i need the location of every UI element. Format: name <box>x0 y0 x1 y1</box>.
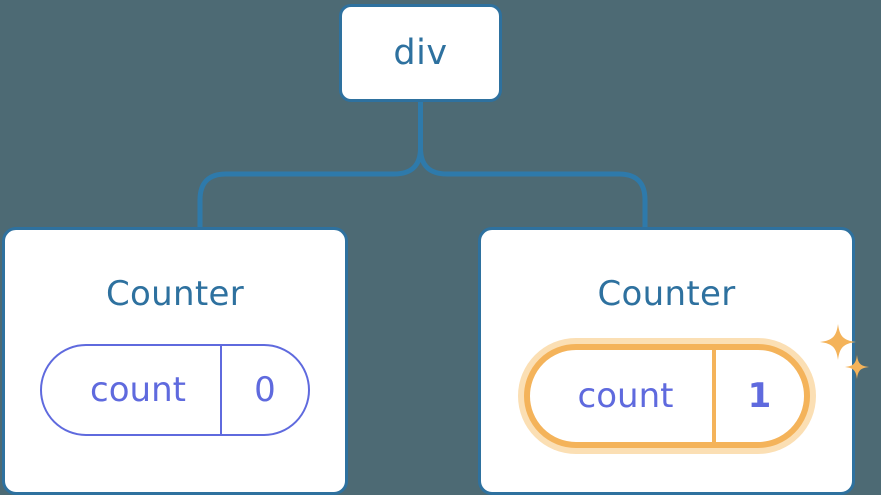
node-counter-right-title: Counter <box>597 274 736 314</box>
state-key-right: count <box>577 376 674 416</box>
node-div[interactable]: div <box>339 4 502 102</box>
state-pill-wrap-right: count 1 <box>523 324 869 448</box>
state-value-right: 1 <box>711 350 804 442</box>
node-counter-right[interactable]: Counter count 1 <box>478 227 869 495</box>
node-div-label: div <box>393 32 448 73</box>
state-pill-right[interactable]: count 1 <box>523 344 810 448</box>
state-value-left: 0 <box>220 346 308 434</box>
state-key-left: count <box>90 370 186 410</box>
state-pill-left[interactable]: count 0 <box>40 344 310 436</box>
connector-path-left <box>197 99 423 231</box>
sparkle-group <box>819 324 869 379</box>
node-counter-left[interactable]: Counter count 0 <box>2 227 348 495</box>
sparkle-small-icon <box>844 355 869 379</box>
connector-path-right <box>418 99 648 231</box>
state-pill-wrap-left: count 0 <box>40 344 310 436</box>
node-counter-left-title: Counter <box>106 274 244 314</box>
sparkle-large-icon <box>819 324 856 360</box>
